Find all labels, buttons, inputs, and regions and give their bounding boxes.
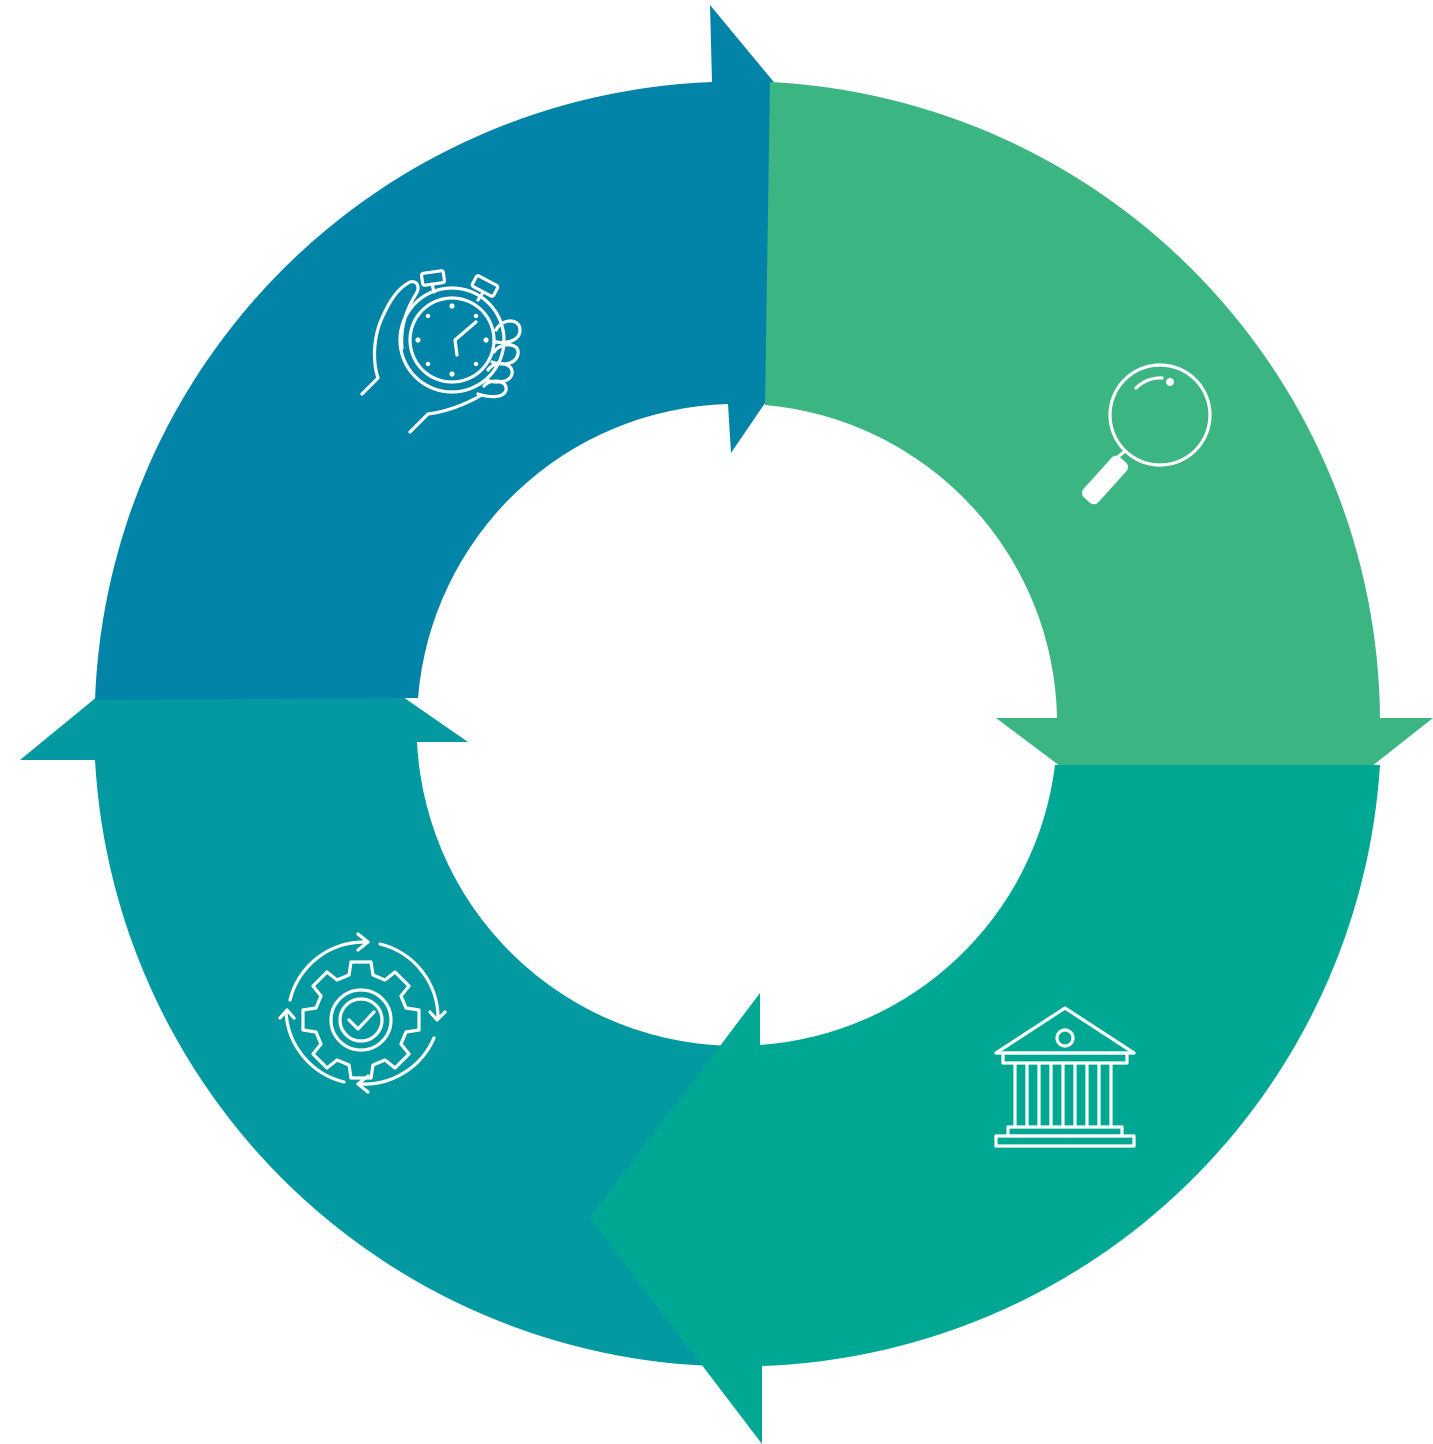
gear-checkmark-cycle-icon — [278, 932, 447, 1094]
bank-building-icon — [994, 1006, 1136, 1148]
magnifying-glass-icon — [1081, 363, 1212, 505]
stopwatch-in-hand-icon — [360, 269, 522, 434]
cycle-arrow-bottom-right — [590, 765, 1380, 1444]
